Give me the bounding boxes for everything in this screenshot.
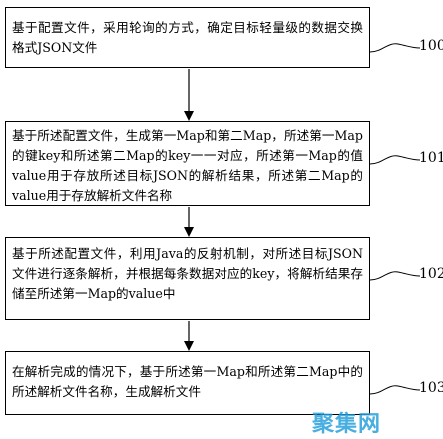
flow-arrow [184, 207, 194, 237]
ref-label-101: 101 [419, 150, 443, 166]
leader-line-103 [369, 385, 421, 395]
leader-line-100 [369, 43, 421, 53]
step-text-100: 基于配置文件，采用轮询的方式，确定目标轻量级的数据交换格式JSON文件 [12, 20, 363, 55]
step-box-101: 基于所述配置文件，生成第一Map和第二Map，所述第一Map的键key和所述第二… [5, 121, 370, 206]
leader-line-101 [369, 155, 421, 165]
ref-label-100: 100 [419, 38, 443, 54]
step-text-102: 基于所述配置文件，利用Java的反射机制，对所述目标JSON文件进行逐条解析，并… [12, 246, 363, 301]
flow-arrow [184, 69, 194, 121]
flow-arrow [184, 321, 194, 351]
ref-label-102: 102 [419, 266, 443, 282]
ref-label-103: 103 [419, 380, 443, 396]
step-text-103: 在解析完成的情况下，基于所述第一Map和所述第二Map中的所述解析文件名称，生成… [12, 364, 363, 399]
step-box-102: 基于所述配置文件，利用Java的反射机制，对所述目标JSON文件进行逐条解析，并… [5, 237, 370, 320]
step-box-100: 基于配置文件，采用轮询的方式，确定目标轻量级的数据交换格式JSON文件 [5, 7, 370, 68]
leader-line-102 [369, 271, 421, 281]
watermark-logo: 聚集网 [312, 412, 382, 437]
step-text-101: 基于所述配置文件，生成第一Map和第二Map，所述第一Map的键key和所述第二… [12, 128, 363, 203]
step-box-103: 在解析完成的情况下，基于所述第一Map和所述第二Map中的所述解析文件名称，生成… [5, 351, 370, 415]
